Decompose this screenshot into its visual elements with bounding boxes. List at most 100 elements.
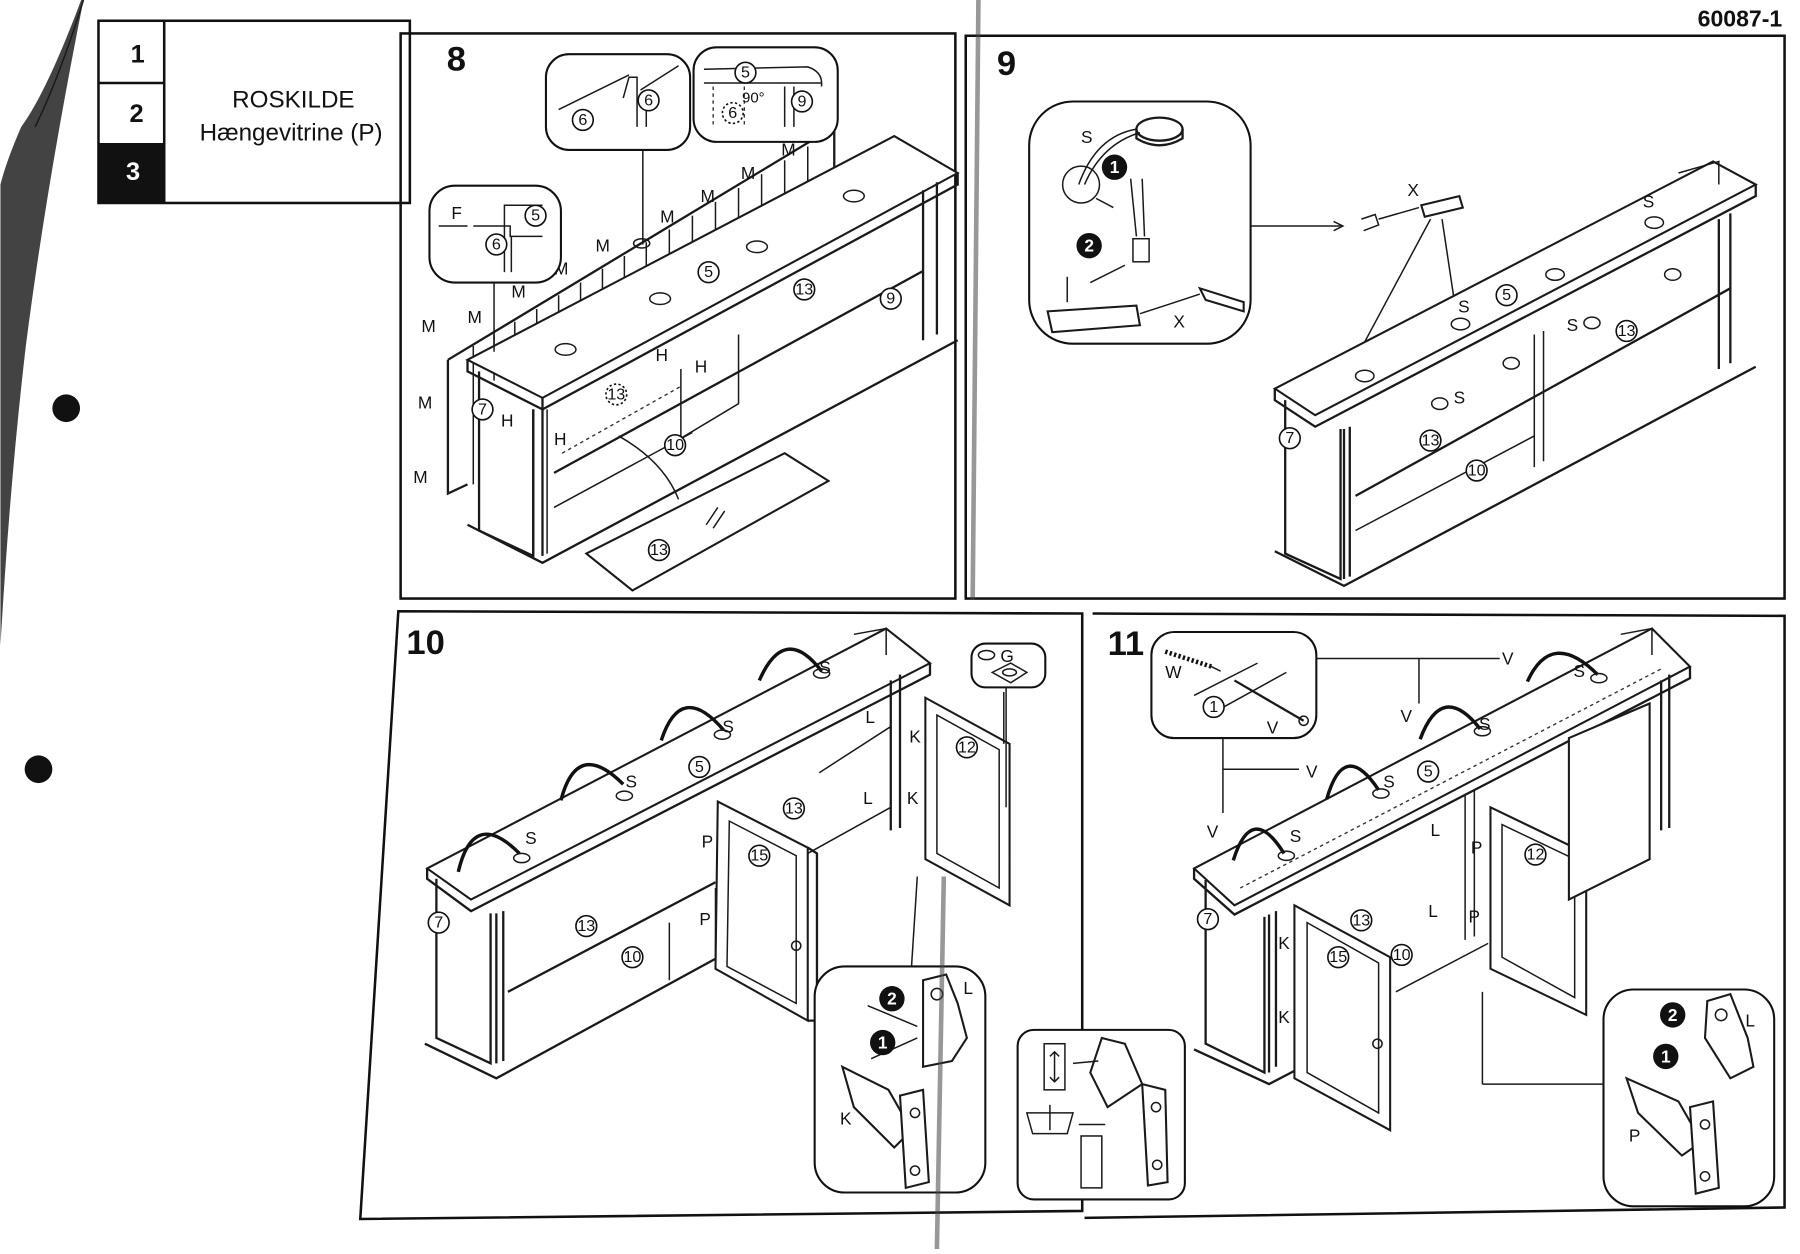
- binder-hole-top: [52, 394, 81, 423]
- door-15: [714, 799, 819, 1023]
- svg-text:S: S: [1479, 714, 1491, 734]
- svg-text:5: 5: [695, 758, 704, 776]
- svg-text:M: M: [781, 140, 795, 160]
- cabinet-carcass-step9: [1272, 160, 1758, 588]
- step-10-hinge-inset: L K 2 1: [813, 876, 987, 1194]
- door-12-step11: [1489, 701, 1651, 1017]
- transformer-X: X: [1343, 180, 1465, 381]
- svg-text:G: G: [1000, 646, 1013, 666]
- svg-text:90°: 90°: [742, 90, 765, 107]
- fastener-M-labels: M M M M M M M M M M M: [413, 140, 795, 488]
- step-11-inset-wall-fixing: W V 1: [1150, 630, 1500, 814]
- page-edge-shadow: [0, 0, 85, 646]
- step-8-number: 8: [447, 40, 466, 78]
- svg-text:L: L: [865, 707, 875, 727]
- svg-text:V: V: [1207, 821, 1219, 841]
- hinge-adjustment-inset: [1016, 1028, 1186, 1201]
- product-name: ROSKILDE: [232, 86, 354, 113]
- glass-shelf-13: [584, 435, 831, 592]
- svg-text:6: 6: [644, 91, 653, 109]
- svg-text:M: M: [596, 235, 610, 255]
- fastener-H-labels: H H H H: [501, 345, 707, 454]
- step-10-part-callouts: 5 7 13 13 10 15 12: [427, 736, 979, 969]
- scan-fold-line: [934, 0, 981, 1250]
- page-tab-2[interactable]: 2: [129, 100, 143, 128]
- svg-text:13: 13: [1618, 322, 1636, 340]
- svg-text:S: S: [1290, 826, 1302, 846]
- svg-text:X: X: [1407, 180, 1419, 200]
- svg-text:M: M: [700, 186, 714, 206]
- svg-text:5: 5: [704, 263, 713, 281]
- svg-text:1: 1: [1661, 1046, 1671, 1066]
- svg-text:V: V: [1267, 717, 1279, 737]
- step-10-number: 10: [406, 624, 444, 662]
- svg-text:M: M: [418, 392, 432, 412]
- svg-text:10: 10: [1393, 946, 1411, 964]
- svg-text:5: 5: [741, 64, 750, 82]
- svg-text:13: 13: [785, 799, 803, 817]
- svg-text:S: S: [525, 828, 537, 848]
- svg-text:H: H: [501, 411, 513, 431]
- svg-text:13: 13: [577, 917, 595, 935]
- step-11-hinge-inset: L P 2 1: [1481, 988, 1776, 1208]
- svg-text:K: K: [907, 788, 919, 808]
- cabinet-carcass-step11: [1192, 627, 1692, 1086]
- svg-text:S: S: [722, 716, 734, 736]
- step-10-panel: 10 S S S S: [358, 609, 1084, 1221]
- svg-text:5: 5: [531, 207, 540, 225]
- step-8-panel: 8: [399, 32, 960, 600]
- svg-text:V: V: [1401, 706, 1413, 726]
- hinge-labels-step11: L L P P K K: [1278, 820, 1482, 1027]
- inset-glass-insert-G: G: [970, 642, 1047, 808]
- svg-text:S: S: [626, 772, 638, 792]
- svg-text:15: 15: [750, 847, 768, 865]
- svg-text:9: 9: [886, 290, 895, 308]
- svg-text:9: 9: [797, 92, 806, 110]
- svg-text:X: X: [1173, 312, 1185, 332]
- svg-text:10: 10: [666, 436, 684, 454]
- svg-text:10: 10: [1468, 462, 1486, 480]
- svg-text:L: L: [1431, 820, 1441, 840]
- step-11-part-callouts: 5 7 13 15 10 12: [1196, 760, 1547, 969]
- screw-V-labels: V V V V: [1207, 648, 1514, 841]
- svg-text:10: 10: [623, 948, 641, 966]
- page-tab-1[interactable]: 1: [131, 40, 145, 68]
- svg-text:S: S: [1574, 661, 1586, 681]
- svg-text:12: 12: [958, 738, 976, 756]
- svg-text:K: K: [1278, 933, 1290, 953]
- svg-text:M: M: [660, 207, 674, 227]
- svg-text:K: K: [1278, 1007, 1290, 1027]
- svg-text:V: V: [1502, 648, 1514, 668]
- svg-text:5: 5: [1424, 763, 1433, 781]
- step-9-part-callouts: 5 13 7 13 10: [1278, 284, 1638, 482]
- svg-text:1: 1: [878, 1033, 888, 1053]
- svg-text:6: 6: [728, 104, 737, 122]
- svg-text:M: M: [413, 467, 427, 487]
- step-8-part-callouts: 5 9 13 13 7 10 13: [471, 260, 902, 562]
- svg-text:15: 15: [1329, 948, 1347, 966]
- lamp-S-labels: S S S S: [1454, 192, 1655, 408]
- door-15-step11: [1293, 903, 1392, 1132]
- svg-text:7: 7: [478, 400, 487, 418]
- product-subtitle: Hængevitrine (P): [200, 120, 383, 147]
- step-11-number: 11: [1108, 625, 1145, 663]
- lamp-cables-S: S S S S: [456, 647, 831, 873]
- svg-text:M: M: [468, 307, 482, 327]
- svg-text:1: 1: [1209, 698, 1218, 716]
- svg-text:13: 13: [1422, 432, 1440, 450]
- svg-text:5: 5: [1502, 286, 1511, 304]
- step-8-inset-groove: 6 6: [544, 53, 692, 245]
- svg-text:S: S: [1643, 192, 1655, 212]
- svg-text:K: K: [840, 1108, 852, 1128]
- svg-text:13: 13: [795, 280, 813, 298]
- svg-text:P: P: [699, 909, 711, 929]
- svg-text:2: 2: [1084, 236, 1094, 256]
- door-12: [924, 691, 1011, 908]
- page-tab-3-active[interactable]: 3: [126, 158, 140, 186]
- svg-text:2: 2: [1668, 1005, 1678, 1025]
- step-8-inset-angle: 90° 5 6 9: [692, 46, 839, 143]
- svg-text:K: K: [909, 727, 921, 747]
- svg-text:2: 2: [887, 989, 897, 1009]
- svg-text:M: M: [421, 316, 435, 336]
